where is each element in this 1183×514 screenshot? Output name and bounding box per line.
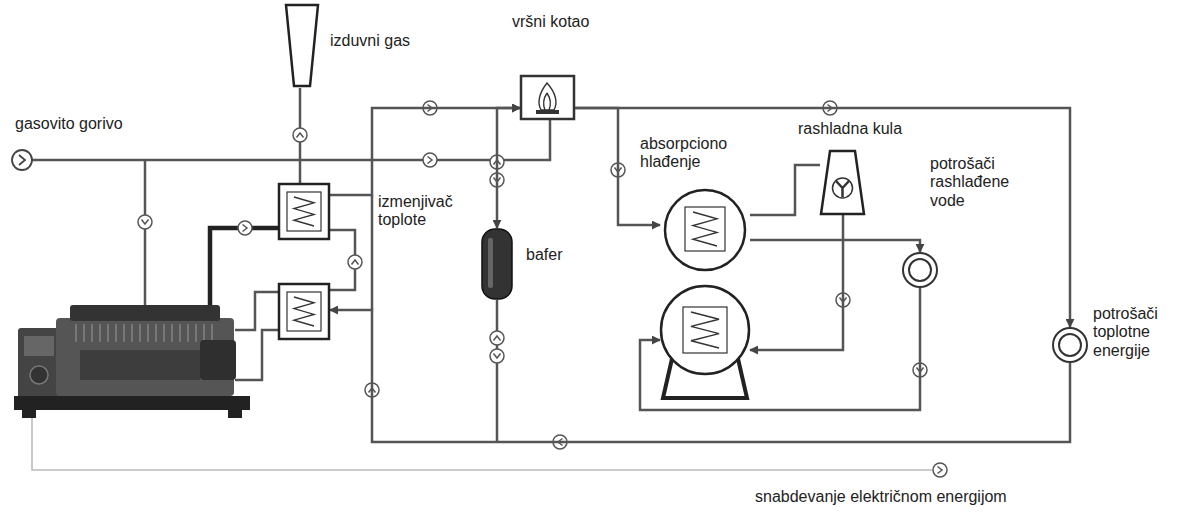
pipe-connector: [330, 108, 520, 195]
boiler-box-outline: [520, 75, 575, 120]
chilled-water-consumer-outline: [902, 252, 938, 288]
component-label: rashladna kula: [798, 120, 928, 138]
gas-engine: [14, 305, 250, 418]
coolant-pipe: [235, 292, 278, 330]
chilled-water-consumer: potrošači rashlađene vode: [902, 252, 938, 288]
heat-consumer: potrošači toplotne energije: [1052, 327, 1088, 363]
water-pipe: [371, 195, 374, 310]
component-label: izmenjivač toplote: [378, 193, 474, 230]
chimney: [286, 5, 318, 86]
flow-marker: [138, 215, 152, 229]
flow-marker: [238, 221, 252, 235]
pipe-connector: [750, 240, 920, 252]
component-label: bafer: [526, 246, 586, 264]
water-pipe: [496, 300, 499, 442]
component-label: absorpciono hlađenje: [640, 135, 752, 172]
component-label: potrošači rashlađene vode: [930, 155, 1026, 210]
flow-marker: [293, 128, 307, 142]
flow-marker: [423, 153, 437, 167]
component-label: vršni kotao: [512, 13, 642, 31]
pipe-connector: [750, 165, 820, 215]
absorption-chiller-outline: [660, 185, 750, 400]
heat-exchanger: izmenjivač toplote: [278, 183, 330, 340]
fuel-pipe: [144, 160, 147, 305]
cooling-tower: rashladna kula: [820, 150, 865, 215]
flow-marker: [348, 255, 362, 269]
part-label: snabdevanje električnom energijom: [755, 488, 1007, 506]
exhaust-line: [210, 228, 278, 310]
flow-marker: [490, 349, 504, 363]
pipe-connector: [497, 108, 520, 228]
buffer-tank-outline: [480, 228, 514, 300]
buffer-tank: bafer: [480, 228, 514, 300]
heat-consumer-outline: [1052, 327, 1088, 363]
flow-marker: [933, 463, 947, 477]
fuel-inlet: [12, 150, 32, 170]
component-label: potrošači toplotne energije: [1093, 305, 1179, 360]
cooling-tower-outline: [820, 150, 865, 215]
heat-exchanger-outline: [278, 183, 330, 340]
pipe-connector: [575, 108, 1070, 327]
boiler-box: vršni kotao: [520, 75, 575, 120]
part-label: izduvni gas: [330, 32, 410, 50]
absorption-chiller: absorpciono hlađenje: [660, 185, 750, 400]
pipe-connector: [750, 215, 843, 350]
flow-marker: [490, 331, 504, 345]
coolant-pipe: [235, 330, 278, 380]
part-label: gasovito gorivo: [15, 115, 123, 133]
